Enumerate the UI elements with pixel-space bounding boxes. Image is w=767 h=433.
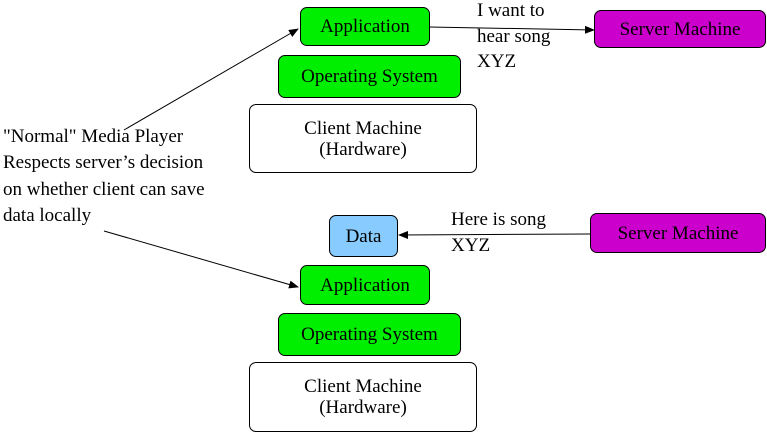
caption-line2: Respects server’s decision xyxy=(3,152,204,173)
caption-line1: "Normal" Media Player xyxy=(3,126,184,147)
bottom-client-hardware-label: (Hardware) xyxy=(319,397,407,418)
top-server-machine-label: Server Machine xyxy=(619,18,741,40)
caption-to-top-application-arrow xyxy=(123,28,299,131)
bottom-client-machine-label: Client Machine xyxy=(304,376,422,397)
top-server-machine-box: Server Machine xyxy=(594,10,766,48)
top-application-box: Application xyxy=(300,7,430,46)
top-client-machine-label: Client Machine xyxy=(304,117,422,139)
bottom-application-box: Application xyxy=(300,265,430,305)
caption-line4: data locally xyxy=(3,205,92,226)
caption-line3: on whether client can save xyxy=(3,179,205,200)
top-client-machine-box: Client Machine (Hardware) xyxy=(249,104,477,173)
bottom-operating-system-box: Operating System xyxy=(278,313,461,356)
bottom-application-label: Application xyxy=(320,274,410,296)
top-client-hardware-label: (Hardware) xyxy=(319,138,407,160)
response-text-line1: Here is song xyxy=(451,209,546,230)
top-application-label: Application xyxy=(320,16,410,37)
response-text-line2: XYZ xyxy=(451,235,491,256)
caption-to-bottom-application-arrow xyxy=(103,230,299,289)
request-text-line2: hear song xyxy=(477,26,551,47)
response-arrow xyxy=(398,230,591,239)
request-arrow xyxy=(428,25,595,34)
bottom-server-machine-box: Server Machine xyxy=(590,213,766,253)
data-box: Data xyxy=(329,215,398,257)
request-text-line1: I want to xyxy=(477,0,545,21)
bottom-client-machine-box: Client Machine (Hardware) xyxy=(249,362,477,432)
bottom-operating-system-label: Operating System xyxy=(301,324,438,345)
top-operating-system-box: Operating System xyxy=(278,55,461,98)
data-label: Data xyxy=(345,225,382,247)
request-text-line3: XYZ xyxy=(477,51,517,72)
bottom-server-machine-label: Server Machine xyxy=(617,222,739,244)
top-operating-system-label: Operating System xyxy=(301,66,438,87)
